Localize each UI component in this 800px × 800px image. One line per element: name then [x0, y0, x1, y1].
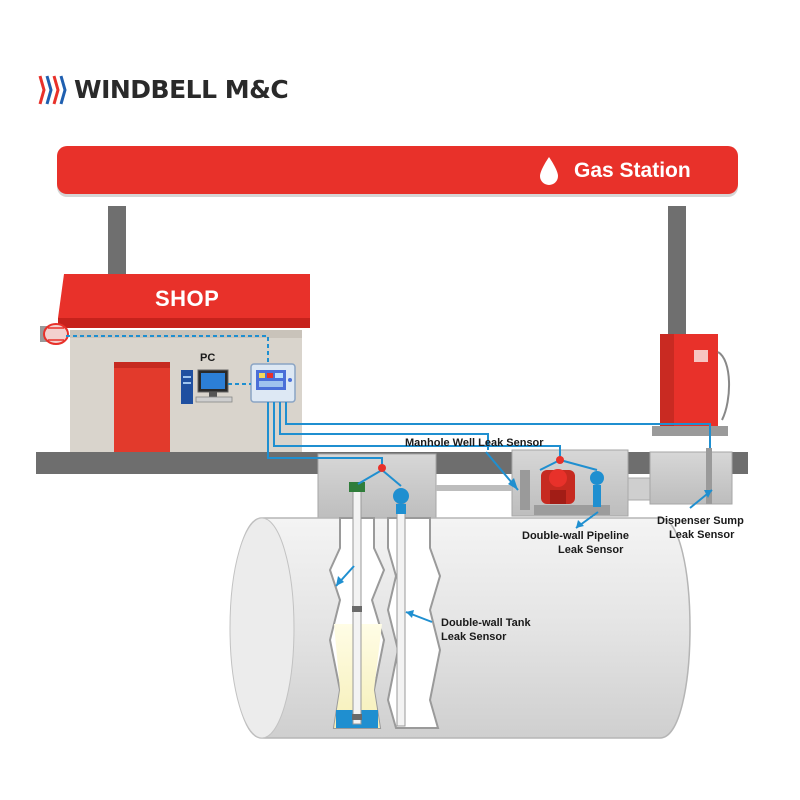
shop-building [40, 274, 310, 454]
pipeline-sensor-label-line1: Double-wall Pipeline [522, 530, 629, 542]
fuel-dispenser [652, 334, 731, 436]
dispenser-sump [649, 451, 733, 505]
fuel-drop-icon [540, 157, 558, 185]
pump-valve-icon [541, 469, 575, 504]
alarm-beacon-icon [40, 323, 69, 345]
brand-name: WINDBELL M&C [74, 75, 289, 104]
sump-probe [706, 448, 712, 504]
pc-icon [181, 369, 233, 404]
controller-panel-icon [250, 363, 296, 403]
signal-wiring [66, 335, 711, 487]
windbell-logo-icon [38, 75, 67, 105]
station-canopy [57, 146, 738, 194]
pipeline-sensor-label: Double-wall Pipeline Leak Sensor [522, 529, 629, 557]
dispenser-sensor-label-line2: Leak Sensor [669, 529, 735, 541]
junction-dot [556, 456, 564, 464]
junction-dot [378, 464, 386, 472]
pipe-connector [627, 477, 653, 501]
shop-door [114, 362, 170, 452]
pipeline-sensor-label-line2: Leak Sensor [558, 544, 624, 556]
canopy-column-left [108, 206, 126, 278]
manhole-sensor-label: Manhole Well Leak Sensor [405, 437, 544, 449]
tank-sensor-head-icon [393, 488, 409, 514]
brand-logo: WINDBELL M&C [38, 72, 289, 108]
tank-sensor-label-line2: Leak Sensor [441, 631, 507, 643]
tank-manhole-well [317, 453, 437, 521]
shop-title: SHOP [155, 286, 220, 311]
pc-label: PC [200, 352, 216, 364]
dispenser-sensor-label: Dispenser Sump Leak Sensor [657, 514, 744, 542]
tank-sensor-label-line1: Double-wall Tank [441, 617, 531, 629]
pipeline-sensor-head-icon [590, 471, 604, 507]
tank-sensor-label: Double-wall Tank Leak Sensor [441, 616, 531, 644]
dispenser-sensor-label-line1: Dispenser Sump [657, 515, 744, 527]
manhole-probe [520, 470, 530, 510]
underground-tank [229, 482, 691, 739]
station-title: Gas Station [574, 159, 691, 182]
